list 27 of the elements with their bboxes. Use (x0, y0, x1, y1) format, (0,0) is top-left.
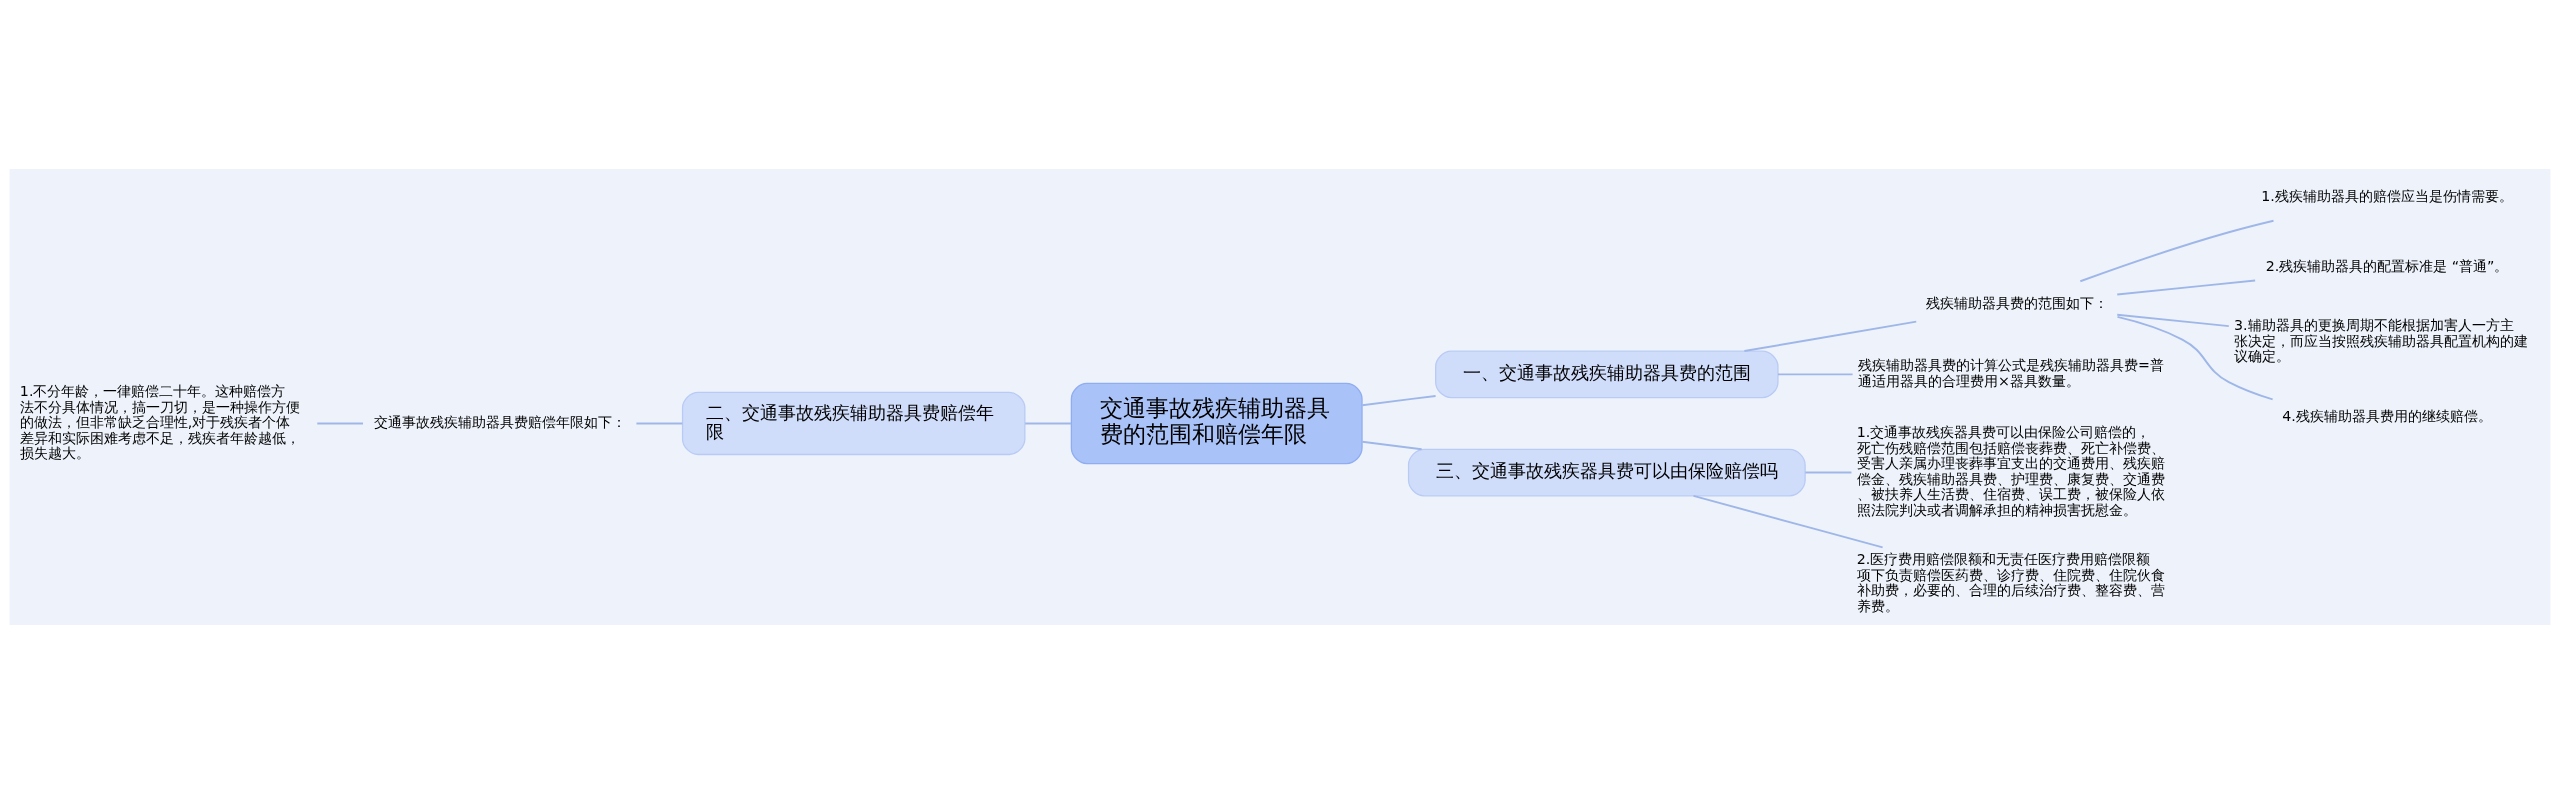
node-box: 一、交通事故残疾辅助器具费的范围 (1435, 350, 1779, 399)
connector (2116, 315, 2274, 401)
node-text: 残疾辅助器具费的计算公式是残疾辅助器具费=普通适用器具的合理费用×器具数量。 (1858, 357, 2164, 389)
node-text: 3.辅助器具的更换周期不能根据加害人一方主张决定，而应当按照残疾辅助器具配置机构的建议确定。 (2233, 317, 2528, 365)
node-text: 交通事故残疾辅助器具费赔偿年限如下： (373, 414, 626, 431)
node-box: 三、交通事故残疾器具费可以由保险赔偿吗 (1407, 448, 1806, 497)
node-box: 二、交通事故残疾辅助器具费赔偿年限 (681, 391, 1026, 456)
node-box: 交通事故残疾辅助器具费的范围和赔偿年限 (1070, 382, 1363, 465)
node-text: 2.医疗费用赔偿限额和无责任医疗费用赔偿限额项下负责赔偿医药费、诊疗费、住院费、住院伙食补助费，必要的、合理的后续治疗费、整容费、营养费。 (1856, 551, 2165, 614)
connector (1804, 471, 1853, 474)
node-text: 2.残疾辅助器具的配置标准是 “普通”。 (2265, 257, 2509, 274)
node-text: 1.不分年龄，一律赔偿二十年。这种赔偿方法不分具体情况，搞一刀切，是一种操作方便的做法，但非常缺乏合理性,对于残疾者个体差异和实际困难考虑不足，残疾者年龄越低，损失越大。 (19, 383, 300, 462)
connector (2116, 279, 2257, 296)
connector (316, 422, 364, 425)
connector (635, 422, 684, 425)
node-text: 1.交通事故残疾器具费可以由保险公司赔偿的，死亡伤残赔偿范围包括赔偿丧葬费、死亡补偿费、受害人亲属办理丧葬事宜支出的交通费用、残疾赔偿金、残疾辅助器具费、护理费、康复费、交通费、被扶养人生活费、住宿费、误工费，被保险人依照法院判决或者调解承担的精神损害抚慰金。 (1856, 424, 2165, 518)
connector (1361, 394, 1437, 407)
connector (2116, 313, 2230, 328)
connector (1361, 440, 1423, 451)
node-text: 1.残疾辅助器具的赔偿应当是伤情需要。 (2261, 188, 2513, 205)
node-text: 4.残疾辅助器具费用的继续赔偿。 (2282, 407, 2492, 424)
connector (1024, 422, 1072, 425)
connector (2079, 219, 2275, 283)
connector (1777, 373, 1854, 376)
node-text: 残疾辅助器具费的范围如下： (1925, 295, 2108, 312)
connector (1743, 320, 1918, 353)
connector (1692, 494, 1884, 549)
